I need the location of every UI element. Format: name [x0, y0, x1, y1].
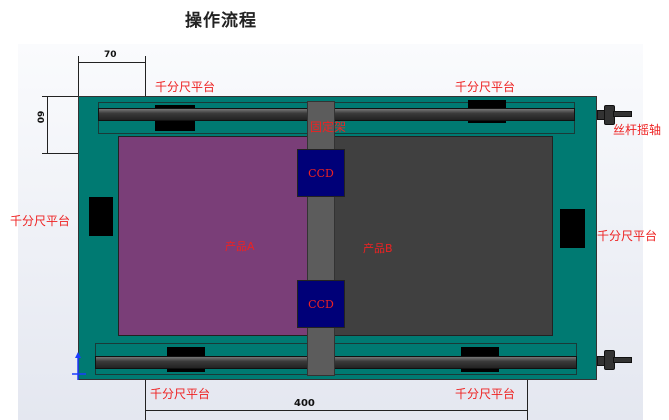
fixture-label: 固定架 — [310, 120, 347, 134]
screw-shaft-label: 丝杆摇轴 — [613, 123, 662, 137]
micrometer-block — [560, 209, 585, 248]
product-b-label: 产品B — [363, 242, 393, 255]
dimension-70: 70 — [104, 50, 117, 60]
shaft-knob — [613, 111, 632, 117]
page-title: 操作流程 — [185, 11, 257, 31]
micrometer-label: 千分尺平台 — [455, 80, 516, 94]
ccd-camera-top: CCD — [297, 149, 345, 197]
dimension-400: 400 — [294, 398, 315, 409]
ccd-camera-bottom: CCD — [297, 280, 345, 328]
dimension-line — [145, 380, 146, 420]
dimension-line — [145, 410, 527, 411]
dimension-line — [527, 380, 528, 420]
dimension-line — [78, 56, 79, 96]
micrometer-label: 千分尺平台 — [150, 387, 211, 401]
micrometer-label: 千分尺平台 — [597, 229, 658, 243]
bottom-lead-screw — [95, 356, 577, 369]
product-a-label: 产品A — [225, 240, 255, 253]
product-a-area — [118, 136, 321, 336]
top-lead-screw — [98, 108, 575, 121]
dimension-line — [145, 56, 146, 96]
coordinate-axis-icon — [72, 352, 86, 380]
dimension-line — [47, 97, 48, 153]
micrometer-label: 千分尺平台 — [455, 387, 516, 401]
micrometer-block — [89, 197, 113, 236]
fixture-bar — [307, 101, 335, 376]
dimension-60: 60 — [34, 110, 45, 124]
micrometer-label: 千分尺平台 — [10, 214, 71, 228]
shaft-knob — [613, 357, 632, 363]
product-b-area — [321, 136, 553, 336]
dimension-line — [79, 62, 145, 63]
micrometer-label: 千分尺平台 — [155, 80, 216, 94]
dimension-line — [42, 96, 78, 97]
